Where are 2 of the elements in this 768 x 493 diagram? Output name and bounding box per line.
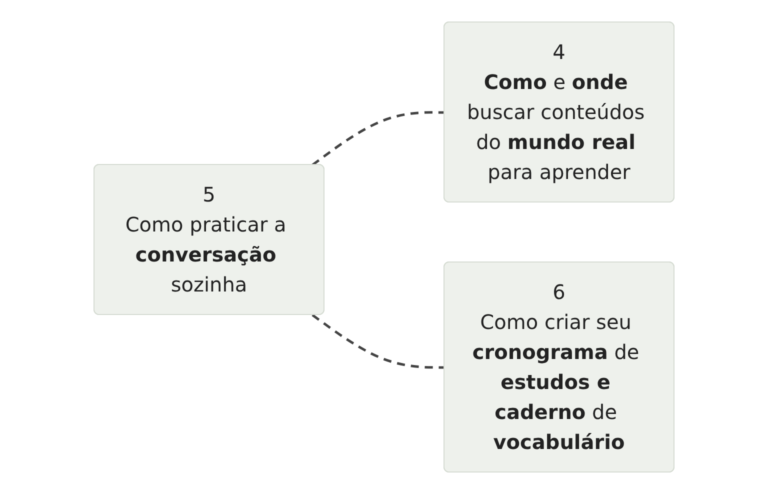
connector: [312, 110, 445, 166]
connector: [312, 313, 445, 368]
